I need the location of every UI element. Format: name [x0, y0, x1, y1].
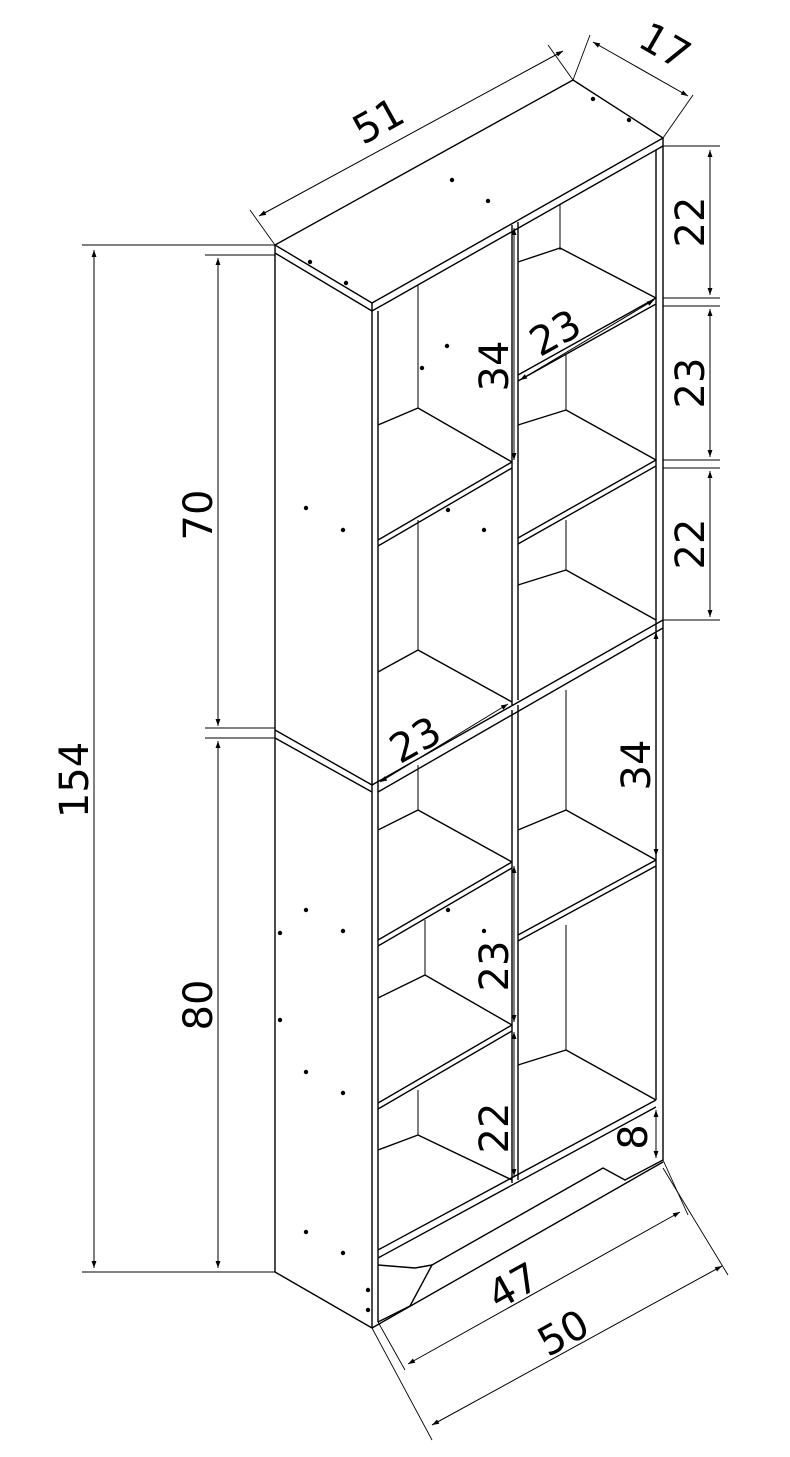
bookcase-outline: [274, 79, 664, 1329]
top-width-label: 51: [345, 89, 412, 154]
base-width-label: 50: [530, 1301, 597, 1366]
plinth-height-label: 8: [611, 1124, 657, 1149]
middle-width-label: 23: [382, 708, 449, 773]
overall-height-label: 154: [52, 742, 98, 818]
lower-bottom-height-label: 22: [472, 1103, 518, 1154]
upper-height-label: 70: [176, 490, 222, 541]
plinth-width-label: 47: [480, 1254, 547, 1319]
upper-inner-width-label: 23: [522, 301, 589, 366]
right-middle-height-label: 23: [668, 358, 714, 409]
dimension-lines: [91, 41, 723, 1426]
right-lower-height-label: 22: [668, 519, 714, 570]
upper-inner-height-label: 34: [472, 341, 518, 392]
lower-height-label: 80: [176, 980, 222, 1031]
lower-right-height-label: 34: [614, 740, 660, 791]
dimension-labels: 154 70 80 51 17 22 23 22 34 23 23 34 23 …: [52, 14, 714, 1366]
extension-lines: [82, 34, 729, 1441]
right-top-height-label: 22: [668, 197, 714, 248]
lower-middle-height-label: 23: [472, 941, 518, 992]
screw-holes: [277, 96, 632, 1313]
